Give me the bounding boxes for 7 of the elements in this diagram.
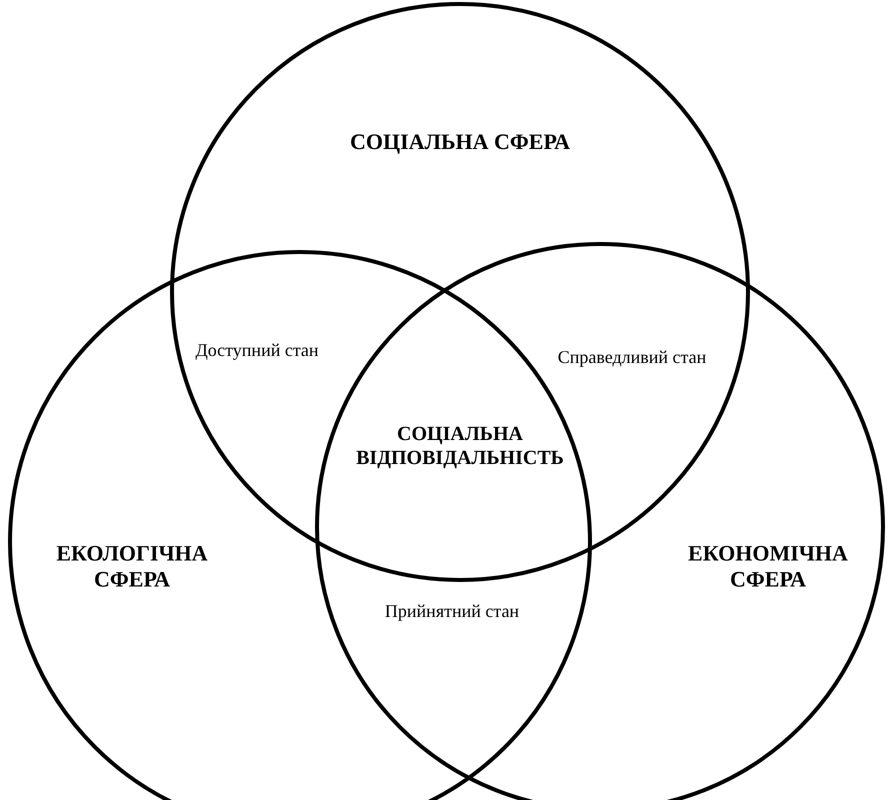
center-label: СОЦІАЛЬНА ВІДПОВІДАЛЬНІСТЬ <box>355 422 565 470</box>
region-label: Доступний стан <box>194 340 320 362</box>
region-label: Справедливий стан <box>556 347 708 369</box>
region-label: Прийнятний стан <box>384 601 520 623</box>
sphere-heading: ЕКОНОМІЧНА СФЕРА <box>687 540 849 594</box>
sphere-heading: СОЦІАЛЬНА СФЕРА <box>350 128 570 156</box>
sphere-heading: ЕКОЛОГІЧНА СФЕРА <box>55 540 209 594</box>
